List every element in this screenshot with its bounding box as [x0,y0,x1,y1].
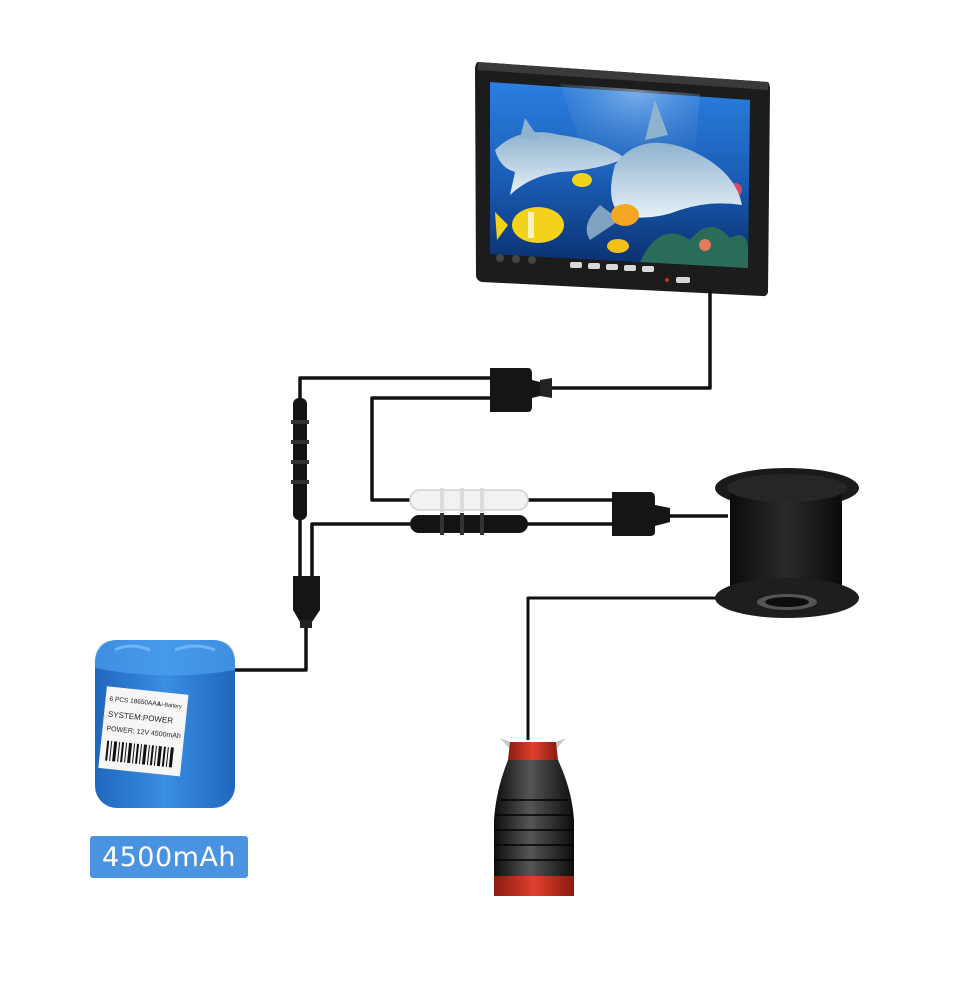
splitter-right [612,492,670,536]
inline-connector-left [291,398,309,520]
dolphin-left [495,132,625,195]
battery-label-line1-right: Li-Battery [158,702,182,710]
white-connector [409,488,529,512]
yellow-fish-large [512,207,564,243]
dolphin-right [611,142,742,218]
capacity-badge: 4500mAh [90,836,248,878]
monitor [475,62,770,297]
cables [230,290,728,740]
underwater-camera [494,738,574,896]
splitter-lower-left [293,576,320,628]
cable-spool [715,468,859,618]
splitter-upper [490,368,552,412]
battery-barcode [105,740,174,768]
battery-pack: 6 PCS 18650AAA Li-Battery SYSTEM:POWER P… [95,640,235,808]
monitor-buttons [496,254,690,283]
black-connector [410,513,528,535]
monitor-screen [490,82,750,268]
battery-label: 6 PCS 18650AAA Li-Battery SYSTEM:POWER P… [98,686,189,777]
